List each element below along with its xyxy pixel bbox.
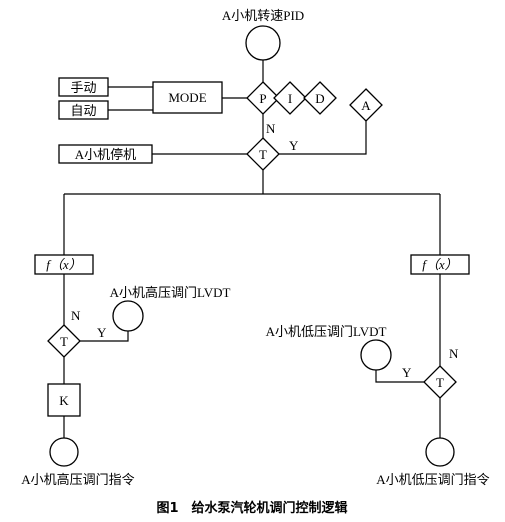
mode-label: MODE: [168, 90, 206, 105]
connection-lines: [63, 60, 441, 438]
main-t-label: T: [259, 147, 267, 162]
auto-label: 自动: [70, 103, 96, 118]
p-diamond: [246, 81, 280, 115]
p-label: P: [259, 91, 266, 106]
right-y-label: Y: [402, 365, 412, 380]
lp-lvdt-label: A小机低压调门LVDT: [266, 324, 387, 339]
lp-cmd-label: A小机低压调门指令: [376, 472, 489, 487]
main-n-label: N: [266, 121, 276, 136]
lp-lvdt-circle: [360, 339, 392, 371]
d-diamond: [303, 81, 337, 115]
a-diamond: [349, 88, 383, 122]
k-box: [47, 383, 81, 417]
lp-cmd-circle: [425, 437, 455, 467]
auto-box: [58, 100, 109, 120]
main-y-label: Y: [289, 138, 299, 153]
right-t-diamond: [423, 365, 457, 399]
hp-lvdt-label: A小机高压调门LVDT: [110, 285, 231, 300]
i-diamond: [273, 81, 307, 115]
hp-cmd-label: A小机高压调门指令: [21, 472, 134, 487]
left-n-label: N: [71, 308, 81, 323]
left-fx-label: f（x）: [46, 257, 81, 272]
stop-label: A小机停机: [75, 147, 136, 162]
stop-box: [58, 144, 153, 164]
right-fx-label: f（x）: [422, 257, 457, 272]
speed-pid-circle: [245, 25, 281, 61]
mode-box: [152, 81, 223, 114]
left-fx-box: [34, 254, 94, 275]
right-t-label: T: [436, 375, 444, 390]
i-label: I: [288, 91, 292, 106]
left-y-label: Y: [97, 325, 107, 340]
manual-box: [58, 77, 109, 97]
hp-lvdt-circle: [112, 300, 144, 332]
d-label: D: [315, 91, 324, 106]
manual-label: 手动: [70, 80, 96, 95]
right-fx-box: [410, 254, 470, 275]
right-n-label: N: [449, 346, 459, 361]
hp-cmd-circle: [49, 437, 79, 467]
a-label: A: [361, 98, 371, 113]
figure-caption: 图1 给水泵汽轮机调门控制逻辑: [156, 500, 347, 516]
main-t-diamond: [246, 137, 280, 171]
left-t-diamond: [47, 324, 81, 358]
left-t-label: T: [60, 334, 68, 349]
k-label: K: [59, 393, 69, 408]
speed-pid-label: A小机转速PID: [222, 8, 304, 23]
